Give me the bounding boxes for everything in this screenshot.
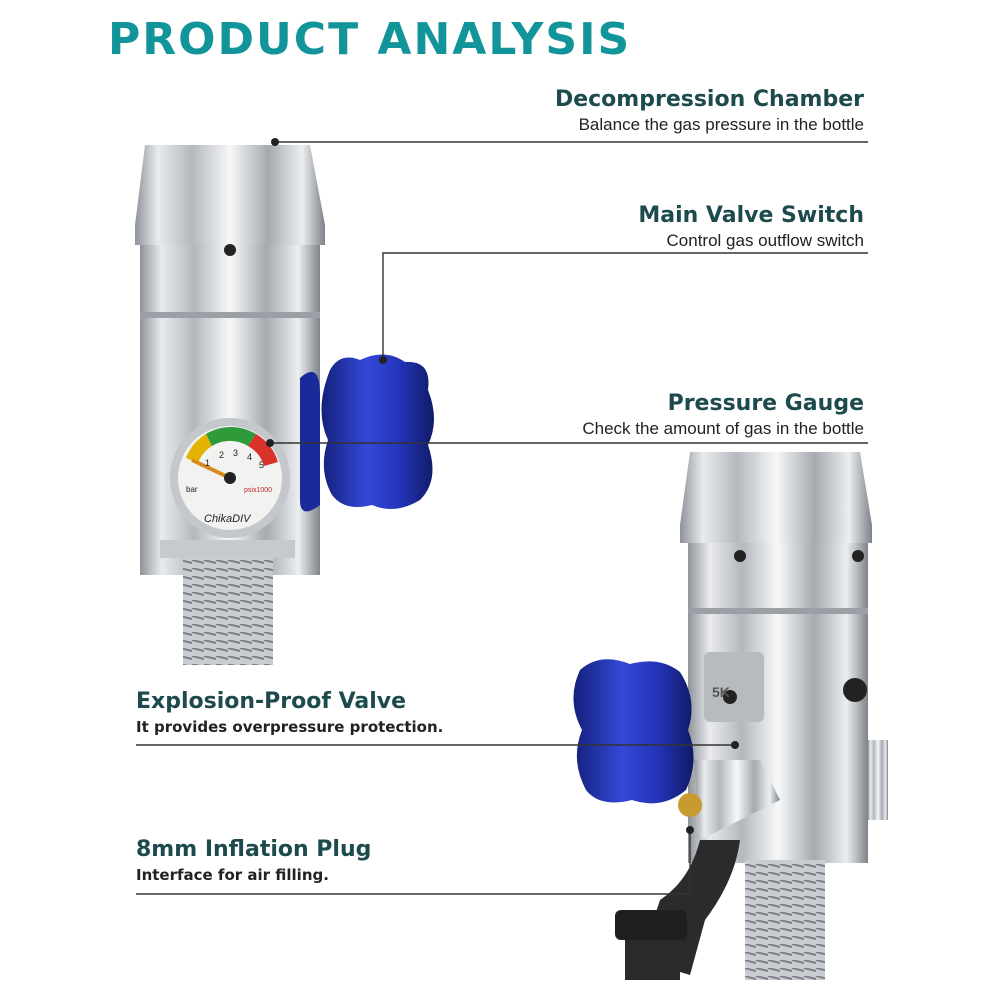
callout-explosion-proof-valve: Explosion-Proof Valve It provides overpr… bbox=[136, 688, 443, 738]
left-knob bbox=[300, 354, 434, 512]
callout-description: Interface for air filling. bbox=[136, 866, 329, 884]
gauge-tick-label: 2 bbox=[219, 450, 224, 460]
callout-heading: Decompression Chamber bbox=[554, 87, 864, 112]
gauge-unit-right: psix1000 bbox=[244, 487, 272, 494]
callout-heading: 8mm Inflation Plug bbox=[136, 837, 372, 862]
callout-inflation-plug: 8mm Inflation Plug Interface for air fil… bbox=[136, 836, 371, 886]
callout-description: Balance the gas pressure in the bottle bbox=[578, 115, 864, 134]
callout-description: Check the amount of gas in the bottle bbox=[582, 419, 864, 438]
gauge-tick-label: 1 bbox=[205, 458, 210, 468]
callout-decompression-chamber: Decompression Chamber Balance the gas pr… bbox=[555, 86, 864, 136]
gauge-unit-left: bar bbox=[186, 485, 198, 494]
callout-heading: Main Valve Switch bbox=[638, 203, 864, 228]
valve-marking: 5K bbox=[712, 684, 730, 700]
gauge-tick-label: 5 bbox=[259, 460, 264, 470]
callout-main-valve-switch: Main Valve Switch Control gas outflow sw… bbox=[638, 202, 864, 252]
gauge-tick-label: 3 bbox=[233, 448, 238, 458]
pressure-gauge bbox=[170, 418, 290, 538]
leader-lines bbox=[136, 141, 868, 895]
callout-description: It provides overpressure protection. bbox=[136, 718, 444, 736]
gauge-text: 1 2 3 4 5 bar psix1000 ChikaDIV 5K bbox=[186, 448, 730, 700]
left-regulator bbox=[135, 145, 325, 665]
callout-description: Control gas outflow switch bbox=[666, 231, 864, 250]
gauge-tick-label: 4 bbox=[247, 452, 252, 462]
leader-dots bbox=[266, 138, 739, 834]
callout-heading: Explosion-Proof Valve bbox=[136, 689, 407, 714]
gauge-brand: ChikaDIV bbox=[204, 513, 252, 525]
callout-pressure-gauge: Pressure Gauge Check the amount of gas i… bbox=[582, 390, 864, 440]
page-title: PRODUCT ANALYSIS bbox=[108, 14, 632, 65]
inflation-plug bbox=[615, 760, 780, 980]
right-knob bbox=[573, 659, 694, 804]
callout-heading: Pressure Gauge bbox=[667, 391, 864, 416]
